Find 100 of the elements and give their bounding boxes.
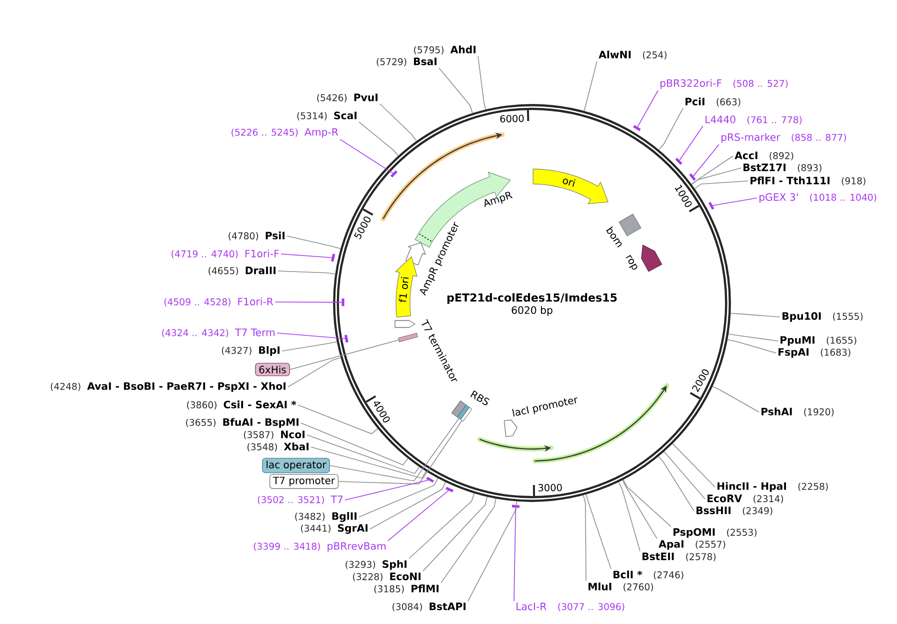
scale-label: 5000 [354, 216, 371, 240]
leader-line [582, 494, 586, 582]
leader-line [730, 312, 780, 318]
site-label: (5729) BsaI [376, 58, 436, 66]
site-label: FspAI (1683) [778, 348, 850, 358]
feature-label: AmpR [484, 192, 513, 208]
site-label: (3293) SphI [346, 560, 406, 570]
site-label: EcoRV (2314) [708, 494, 784, 504]
primer-mark [708, 202, 714, 210]
leader-line [622, 480, 658, 540]
site-label: PflFI - Tth111I (918) [750, 176, 866, 186]
site-label: (5795) AhdI [414, 46, 476, 54]
primer-mark [689, 173, 696, 181]
primer-mark [675, 158, 682, 165]
site-label: (4655) DraIII [208, 266, 276, 276]
feature-tag: T7 promoter [269, 474, 339, 489]
primer-mark [331, 254, 336, 262]
site-label: AccI (892) [734, 152, 794, 160]
site-label: PshAI (1920) [762, 408, 834, 416]
primer-label: pGEX 3' (1018 .. 1040) [760, 193, 876, 203]
feature-arc: f1 ori [395, 256, 418, 318]
site-label: BstZ17I (893) [744, 164, 822, 172]
primer-label: pBR322ori-F (508 .. 527) [660, 79, 788, 89]
leader-line [440, 498, 496, 584]
site-label: (3587) NcoI [244, 430, 304, 440]
leader-line [658, 108, 684, 150]
leader-line [586, 494, 612, 570]
site-label: (4248) AvaI - BsoBI - PaeR7I - PspXI - XhoI [50, 382, 286, 392]
leader-line [286, 236, 341, 250]
primer-label: (4719 .. 4740) F1ori-F [172, 250, 279, 258]
feature-tag: lac operator [262, 458, 330, 474]
leader-line [276, 332, 346, 339]
leader-line [691, 168, 742, 185]
scale-label: 3000 [538, 484, 562, 492]
leader-line [282, 341, 338, 352]
leader-line [727, 339, 776, 354]
leader-line [618, 482, 640, 552]
site-label: ApaI (2557) [658, 540, 726, 550]
leader-line [380, 104, 417, 142]
leader-line [658, 456, 694, 512]
leader-line [278, 270, 336, 274]
site-label: Bpu10I (1555) [782, 312, 863, 322]
site-label: BssHII (2349) [696, 506, 772, 516]
leader-line [664, 451, 706, 500]
site-label: (4327) BlpI [222, 346, 280, 356]
primer-mark [390, 170, 398, 178]
primer-mark [426, 476, 434, 483]
primer-label: (5226 .. 5245) Amp-R [232, 128, 338, 138]
leader-line [306, 434, 420, 474]
leader-line [422, 496, 488, 572]
leader-line [584, 60, 598, 112]
leader-line [691, 156, 734, 185]
primer-label: (4509 .. 4528) F1ori-R [164, 298, 274, 306]
site-label: (3441) SgrAI [301, 524, 368, 534]
plasmid-name: pET21d-colEdes15/Imdes15 [447, 293, 617, 304]
leader-line [310, 446, 426, 479]
leader-line [358, 478, 438, 518]
feature-label: RBS [470, 390, 490, 406]
leader-line [338, 420, 462, 484]
leader-line [468, 501, 518, 602]
leader-line [672, 443, 716, 488]
leader-line [712, 198, 758, 206]
leader-line [408, 492, 474, 559]
site-label: PspOMI (2553) [674, 528, 756, 538]
leader-line [288, 357, 342, 388]
leader-line [274, 302, 342, 303]
leader-line [388, 490, 449, 542]
site-label: PpuMI (1655) [780, 336, 856, 346]
site-label: (3548) XbaI [248, 442, 308, 452]
plasmid-size: 6020 bp [512, 306, 552, 316]
primer-label: pRS-marker (858 .. 877) [722, 133, 846, 143]
primer-label: (4324 .. 4342) T7 Term [162, 328, 275, 338]
feature-arc: ori [532, 168, 608, 204]
leader-line [637, 90, 658, 128]
leader-line [694, 180, 748, 189]
site-label: (3228) EcoNI [353, 572, 420, 582]
primer-mark [342, 298, 344, 306]
site-label: BstEII (2578) [642, 552, 716, 562]
leader-line [330, 418, 460, 482]
leader-line [344, 480, 429, 500]
site-label: (3185) PflMI [374, 584, 438, 594]
feature-tag: 6xHis [255, 362, 290, 376]
site-label: (5426) PvuI [317, 94, 378, 102]
site-label: (3084) BstAPI [392, 602, 466, 612]
site-label: PciI (663) [686, 98, 740, 106]
leader-line [514, 507, 516, 602]
leader-line [692, 144, 720, 176]
leader-line [622, 479, 672, 527]
leader-line [290, 340, 399, 370]
site-label: (5314) ScaI [297, 112, 356, 120]
primer-mark [512, 504, 520, 508]
leader-line [298, 404, 378, 434]
leader-line [438, 68, 473, 114]
scale-label: 6000 [500, 114, 524, 122]
leader-line [358, 122, 399, 156]
feature-label: rop [626, 254, 638, 270]
leader-line [300, 422, 408, 466]
primer-label: L4440 (761 .. 778) [706, 116, 802, 124]
site-label: (3655) BfuAI - BspMI [186, 418, 298, 428]
site-label: BclI * (2746) [614, 570, 684, 580]
